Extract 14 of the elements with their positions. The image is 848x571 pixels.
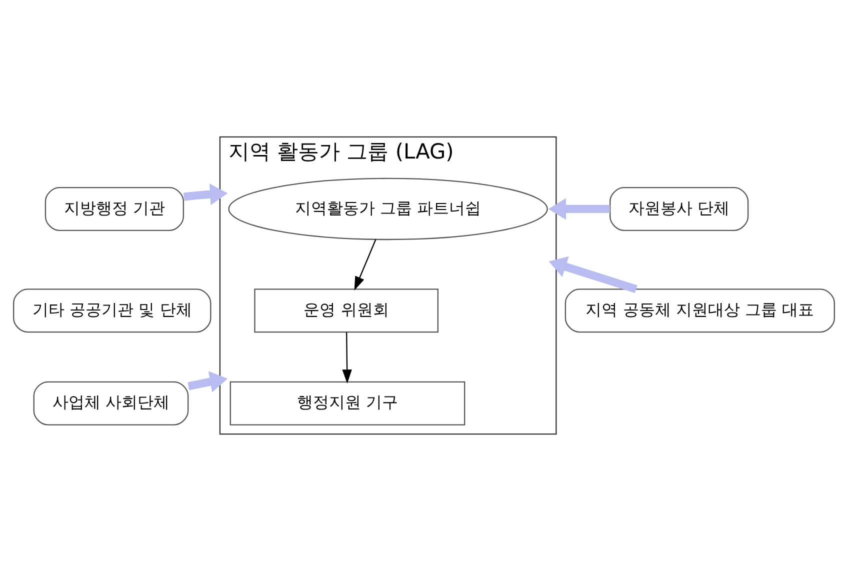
node-box: 운영 위원회 <box>254 288 438 333</box>
arrow <box>354 239 376 291</box>
node-box: 지방행정 기관 <box>44 186 184 232</box>
arrow <box>548 256 638 293</box>
node-ellipse: 지역활동가 그룹 파트너쉽 <box>228 178 548 240</box>
arrow <box>188 371 228 392</box>
node-box: 기타 공공기관 및 단체 <box>13 288 212 333</box>
arrow <box>183 184 228 206</box>
node-box: 행정지원 기구 <box>230 381 466 426</box>
node-box: 지역 공동체 지원대상 그룹 대표 <box>564 288 835 333</box>
arrow <box>342 332 352 384</box>
node-box: 자원봉사 단체 <box>610 186 749 232</box>
node-box: 사업체 사회단체 <box>33 381 189 426</box>
arrow <box>548 198 610 220</box>
